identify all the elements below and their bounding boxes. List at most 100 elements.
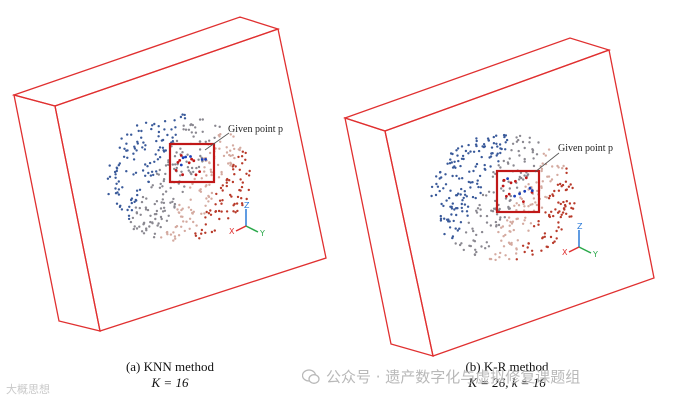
cloud-point bbox=[181, 113, 184, 116]
cloud-point bbox=[144, 121, 148, 125]
cloud-point bbox=[232, 210, 235, 213]
cloud-point bbox=[147, 171, 150, 175]
cloud-point bbox=[173, 167, 176, 171]
cloud-point bbox=[485, 194, 488, 197]
cloud-point bbox=[158, 186, 162, 189]
cloud-point bbox=[550, 178, 554, 181]
cloud-point bbox=[123, 147, 126, 150]
panel-b-bounding-box bbox=[342, 37, 655, 357]
cloud-point bbox=[511, 220, 515, 223]
cloud-point bbox=[535, 153, 539, 156]
cloud-point bbox=[541, 162, 544, 165]
cloud-point bbox=[153, 160, 156, 163]
cloud-point bbox=[560, 228, 563, 231]
cloud-point bbox=[208, 183, 211, 186]
cloud-point bbox=[502, 189, 505, 192]
cloud-point bbox=[494, 172, 497, 176]
cloud-point bbox=[162, 206, 166, 209]
cloud-point bbox=[194, 131, 198, 134]
cloud-point bbox=[229, 161, 232, 164]
cloud-point bbox=[454, 242, 457, 245]
cloud-point bbox=[459, 221, 463, 224]
cloud-point bbox=[149, 214, 152, 217]
cloud-point bbox=[541, 236, 545, 239]
cloud-point bbox=[532, 164, 536, 168]
cloud-point bbox=[508, 257, 511, 261]
cloud-point bbox=[235, 202, 239, 205]
cloud-point bbox=[220, 202, 223, 205]
cloud-point bbox=[161, 146, 165, 149]
cloud-point bbox=[141, 146, 144, 149]
cloud-point bbox=[494, 220, 498, 224]
cloud-point bbox=[558, 210, 561, 213]
cloud-point bbox=[451, 174, 454, 178]
watermark-right: 公众号 · 遗产数字化与虚拟修复课题组 bbox=[302, 366, 580, 387]
cloud-point bbox=[528, 136, 531, 139]
cloud-point bbox=[446, 162, 449, 165]
cloud-point bbox=[232, 168, 235, 171]
cloud-point bbox=[475, 211, 479, 214]
cloud-point bbox=[475, 233, 478, 237]
cloud-point bbox=[138, 206, 141, 210]
cloud-point bbox=[543, 232, 547, 235]
cloud-point bbox=[154, 153, 157, 156]
cloud-point bbox=[508, 199, 511, 203]
neighbor-point bbox=[187, 161, 191, 165]
cloud-point bbox=[148, 161, 152, 165]
cloud-point bbox=[460, 242, 463, 245]
cloud-point bbox=[445, 218, 449, 221]
cloud-point bbox=[214, 124, 217, 128]
cloud-point bbox=[440, 202, 443, 206]
cloud-point bbox=[162, 179, 165, 183]
cloud-point bbox=[126, 208, 129, 212]
neighbor-point bbox=[524, 176, 528, 180]
cloud-point bbox=[548, 194, 552, 198]
cloud-point bbox=[453, 160, 456, 163]
cloud-point bbox=[248, 169, 251, 173]
cloud-point bbox=[114, 176, 117, 179]
cloud-point bbox=[174, 133, 177, 136]
cloud-point bbox=[479, 191, 482, 195]
neighbor-point bbox=[509, 181, 513, 185]
cloud-point bbox=[192, 220, 195, 224]
cloud-point bbox=[204, 185, 207, 188]
cloud-point bbox=[225, 210, 229, 213]
cloud-point bbox=[466, 205, 470, 208]
cloud-point bbox=[485, 241, 488, 244]
cloud-point bbox=[463, 193, 467, 196]
cloud-point bbox=[218, 147, 221, 150]
cloud-point bbox=[126, 149, 129, 152]
cloud-point bbox=[563, 208, 566, 211]
cloud-point bbox=[238, 168, 241, 171]
cloud-point bbox=[191, 123, 194, 127]
cloud-point bbox=[159, 225, 162, 229]
cloud-point bbox=[549, 235, 553, 239]
cloud-point bbox=[239, 178, 242, 181]
cloud-point bbox=[565, 171, 568, 175]
cloud-point bbox=[154, 217, 157, 221]
cloud-point bbox=[241, 203, 244, 207]
cloud-point bbox=[201, 118, 204, 121]
cloud-point bbox=[189, 171, 192, 174]
cloud-point bbox=[126, 156, 129, 159]
cloud-point bbox=[215, 192, 218, 196]
cloud-point bbox=[152, 236, 156, 239]
cloud-point bbox=[449, 205, 452, 208]
cloud-point bbox=[161, 193, 165, 196]
cloud-point bbox=[492, 207, 496, 210]
cloud-point bbox=[467, 143, 470, 147]
cloud-point bbox=[509, 194, 512, 198]
cloud-point bbox=[169, 201, 172, 204]
panel-a-annotation: Given point p bbox=[228, 124, 283, 135]
neighbor-point bbox=[181, 173, 185, 177]
cloud-point bbox=[531, 148, 534, 151]
cloud-point bbox=[132, 158, 136, 161]
cloud-point bbox=[157, 130, 161, 134]
cloud-point bbox=[237, 148, 240, 151]
cloud-point bbox=[430, 194, 433, 198]
wechat-icon bbox=[302, 368, 320, 384]
cloud-point bbox=[439, 217, 443, 220]
cloud-point bbox=[498, 218, 502, 221]
cloud-point bbox=[523, 146, 526, 150]
cloud-point bbox=[189, 186, 192, 189]
